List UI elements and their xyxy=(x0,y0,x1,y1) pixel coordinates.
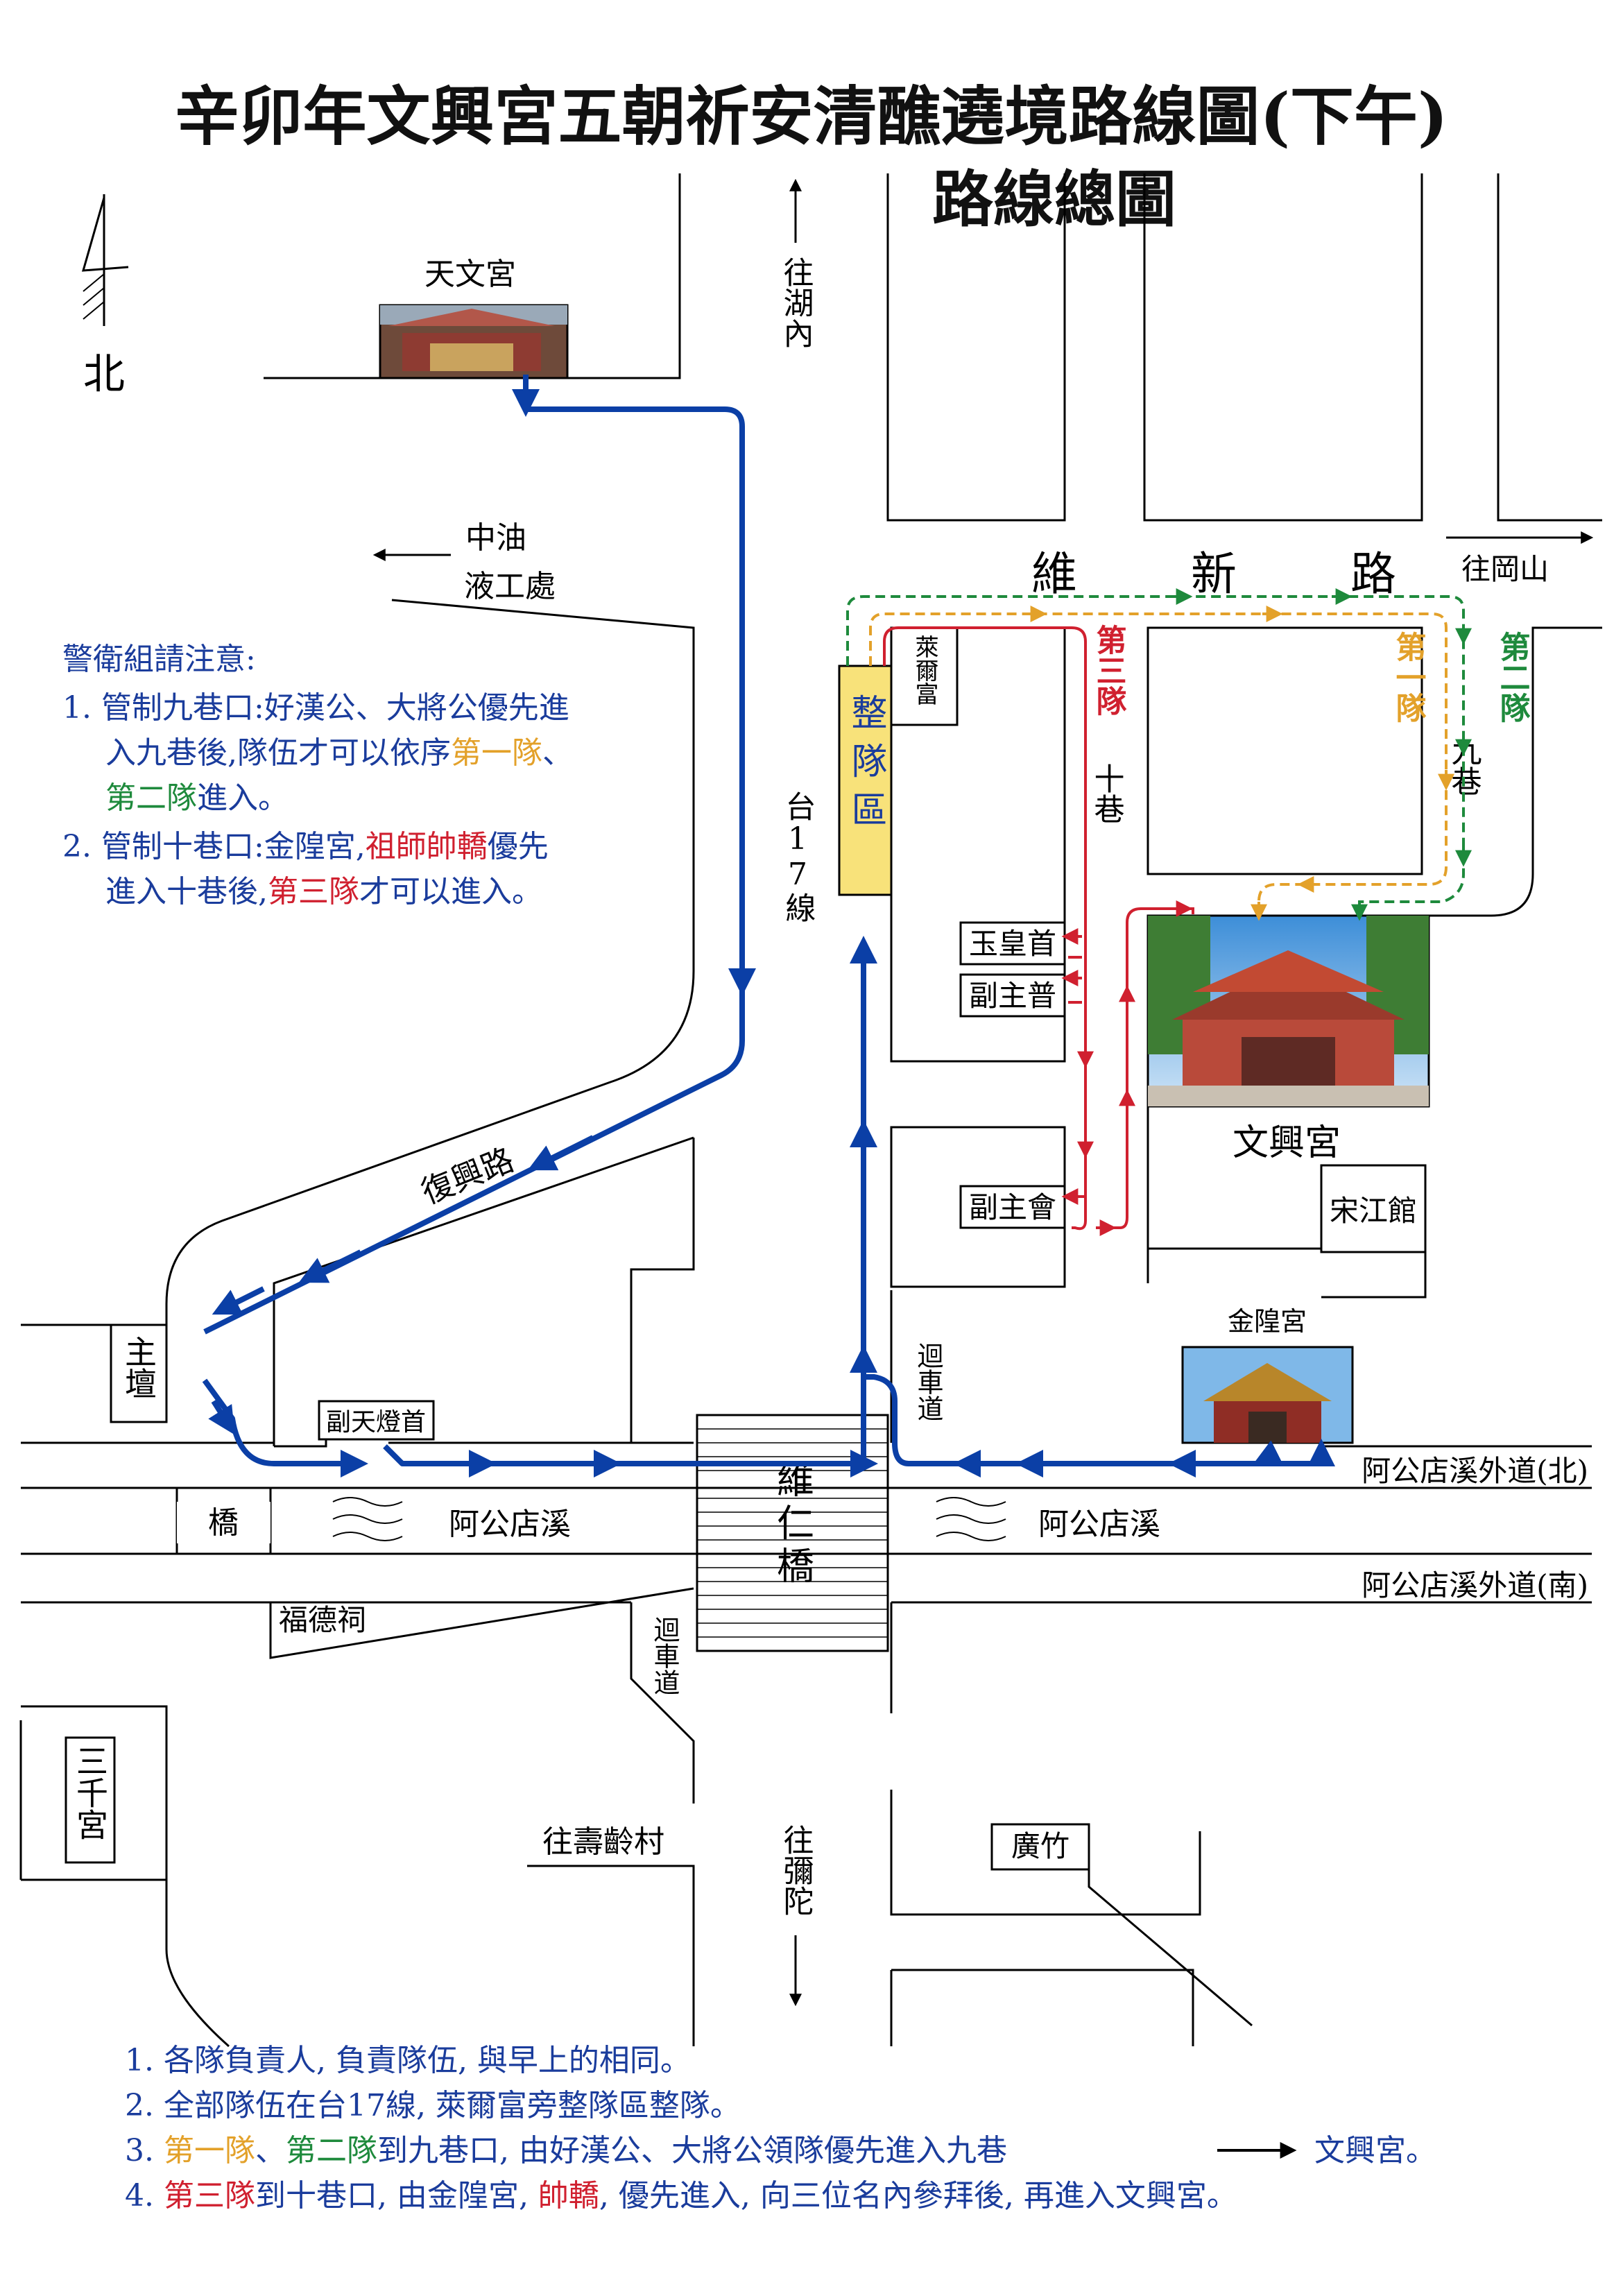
label-to-shouling: 往壽齡村 xyxy=(542,1824,664,1860)
label-to-hunei: 往湖內 xyxy=(778,257,814,348)
label-tianwen: 天文宮 xyxy=(424,257,516,292)
green-route-arrows xyxy=(1172,588,1472,921)
label-jinhuang: 金隍宮 xyxy=(1228,1306,1307,1337)
label-creek-south: 阿公店溪外道(南) xyxy=(1362,1568,1588,1602)
wenxing-temple-photo xyxy=(1147,914,1430,1108)
label-bridge: 橋 xyxy=(208,1505,239,1541)
notice-heading: 警衛組請注意: xyxy=(62,642,256,677)
label-creek-2: 阿公店溪 xyxy=(1038,1507,1160,1542)
notice-item2-line2: 進入十巷後,第三隊才可以進入。 xyxy=(105,874,542,909)
notice-block: 警衛組請注意: 1. 管制九巷口:好漢公、大將公優先進 入九巷後,隊伍才可以依序… xyxy=(62,642,573,909)
creek-wave-icon xyxy=(332,1497,1006,1541)
road-weixin-1: 維 xyxy=(1031,547,1077,601)
label-u-turn-2: 迴車道 xyxy=(649,1616,680,1695)
label-u-turn: 迴車道 xyxy=(913,1342,943,1421)
yellow-route xyxy=(869,612,1448,914)
label-to-gangshan: 往岡山 xyxy=(1461,552,1549,586)
label-fu-tiandeng: 副天燈首 xyxy=(326,1408,426,1437)
label-team2: 第二隊 xyxy=(1495,631,1531,723)
songjiang-box xyxy=(1320,1164,1427,1253)
staging-area xyxy=(838,665,893,896)
label-yegong: 液工處 xyxy=(464,569,556,604)
label-creek-north: 阿公店溪外道(北) xyxy=(1362,1454,1588,1488)
label-yuhuang: 玉皇首 xyxy=(969,927,1056,961)
label-songjiang: 宋江館 xyxy=(1330,1194,1417,1228)
label-guangzhu: 廣竹 xyxy=(1011,1829,1070,1863)
yuhuang-box xyxy=(959,921,1066,966)
label-fuzhupu: 副主普 xyxy=(969,979,1056,1013)
label-team3: 第三隊 xyxy=(1091,624,1127,716)
jinhuang-temple-photo xyxy=(1181,1346,1354,1444)
label-staging: 整隊區 xyxy=(845,694,886,839)
footnote-1: 1. 各隊負責人, 負責隊伍, 與早上的相同。 xyxy=(125,2043,691,2078)
label-sanqian: 三千宮 xyxy=(71,1745,109,1840)
footnote-3-tail: 文興宮。 xyxy=(1314,2133,1436,2168)
zhutan-box xyxy=(110,1323,168,1423)
label-team1: 第一隊 xyxy=(1391,631,1427,723)
bridge-box xyxy=(177,1502,270,1543)
sanqian-box xyxy=(65,1736,116,1864)
red-route-arrows xyxy=(1061,900,1193,1236)
notice-item1-line3: 第二隊進入。 xyxy=(105,780,289,816)
north-compass-icon xyxy=(81,194,129,326)
label-zhongyou: 中油 xyxy=(465,520,526,556)
laiergfu-box xyxy=(890,626,959,726)
label-zhutan: 主壇 xyxy=(120,1335,157,1399)
notice-item1-line1: 1. 管制九巷口:好漢公、大將公優先進 xyxy=(62,690,569,726)
tianwen-temple-photo xyxy=(379,304,569,379)
label-tai17: 台17線 xyxy=(780,791,816,923)
label-wenxing: 文興宮 xyxy=(1233,1122,1341,1164)
label-fuzhuhui: 副主會 xyxy=(969,1190,1056,1224)
label-laiergfu: 萊爾富 xyxy=(911,635,938,705)
notice-item1-line2: 入九巷後,隊伍才可以依序第一隊、 xyxy=(105,735,573,771)
footnote-2: 2. 全部隊伍在台17線, 萊爾富旁整隊區整隊。 xyxy=(125,2088,741,2123)
footnotes: 1. 各隊負責人, 負責隊伍, 與早上的相同。 2. 全部隊伍在台17線, 萊爾… xyxy=(125,2043,1436,2213)
footnote-3: 3. 第一隊、第二隊到九巷口, 由好漢公、大將公領隊優先進入九巷 xyxy=(125,2133,1007,2168)
compass-north-label: 北 xyxy=(83,350,125,399)
road-outlines xyxy=(19,173,1602,2048)
notice-item2-line1: 2. 管制十巷口:金隍宮,祖師帥轎優先 xyxy=(62,829,549,864)
fu-tiandeng-box xyxy=(318,1400,435,1441)
title-line1: 辛卯年文興宮五朝祈安清醮遶境路線圖(下午) xyxy=(175,79,1448,154)
blue-route-arrows xyxy=(208,388,1335,1477)
footnote-4: 4. 第三隊到十巷口, 由金隍宮, 帥轎, 優先進入, 向三位名內參拜後, 再進… xyxy=(125,2178,1237,2213)
road-weixin-3: 路 xyxy=(1350,547,1396,601)
yellow-route-arrows xyxy=(1027,606,1454,921)
title-line2: 路線總圖 xyxy=(932,163,1176,235)
green-route xyxy=(846,595,1465,914)
road-weixin-2: 新 xyxy=(1191,547,1237,601)
fuzhupu-box xyxy=(959,973,1066,1018)
label-to-mituo: 往彌陀 xyxy=(778,1824,814,1916)
label-weiren-bridge: 維仁橋 xyxy=(771,1460,814,1589)
label-creek: 阿公店溪 xyxy=(449,1507,571,1542)
guangzhu-box xyxy=(990,1823,1090,1871)
fuzhuhui-box xyxy=(959,1185,1066,1229)
label-lane10: 十巷 xyxy=(1089,763,1124,824)
label-fude: 福德祠 xyxy=(279,1603,366,1637)
